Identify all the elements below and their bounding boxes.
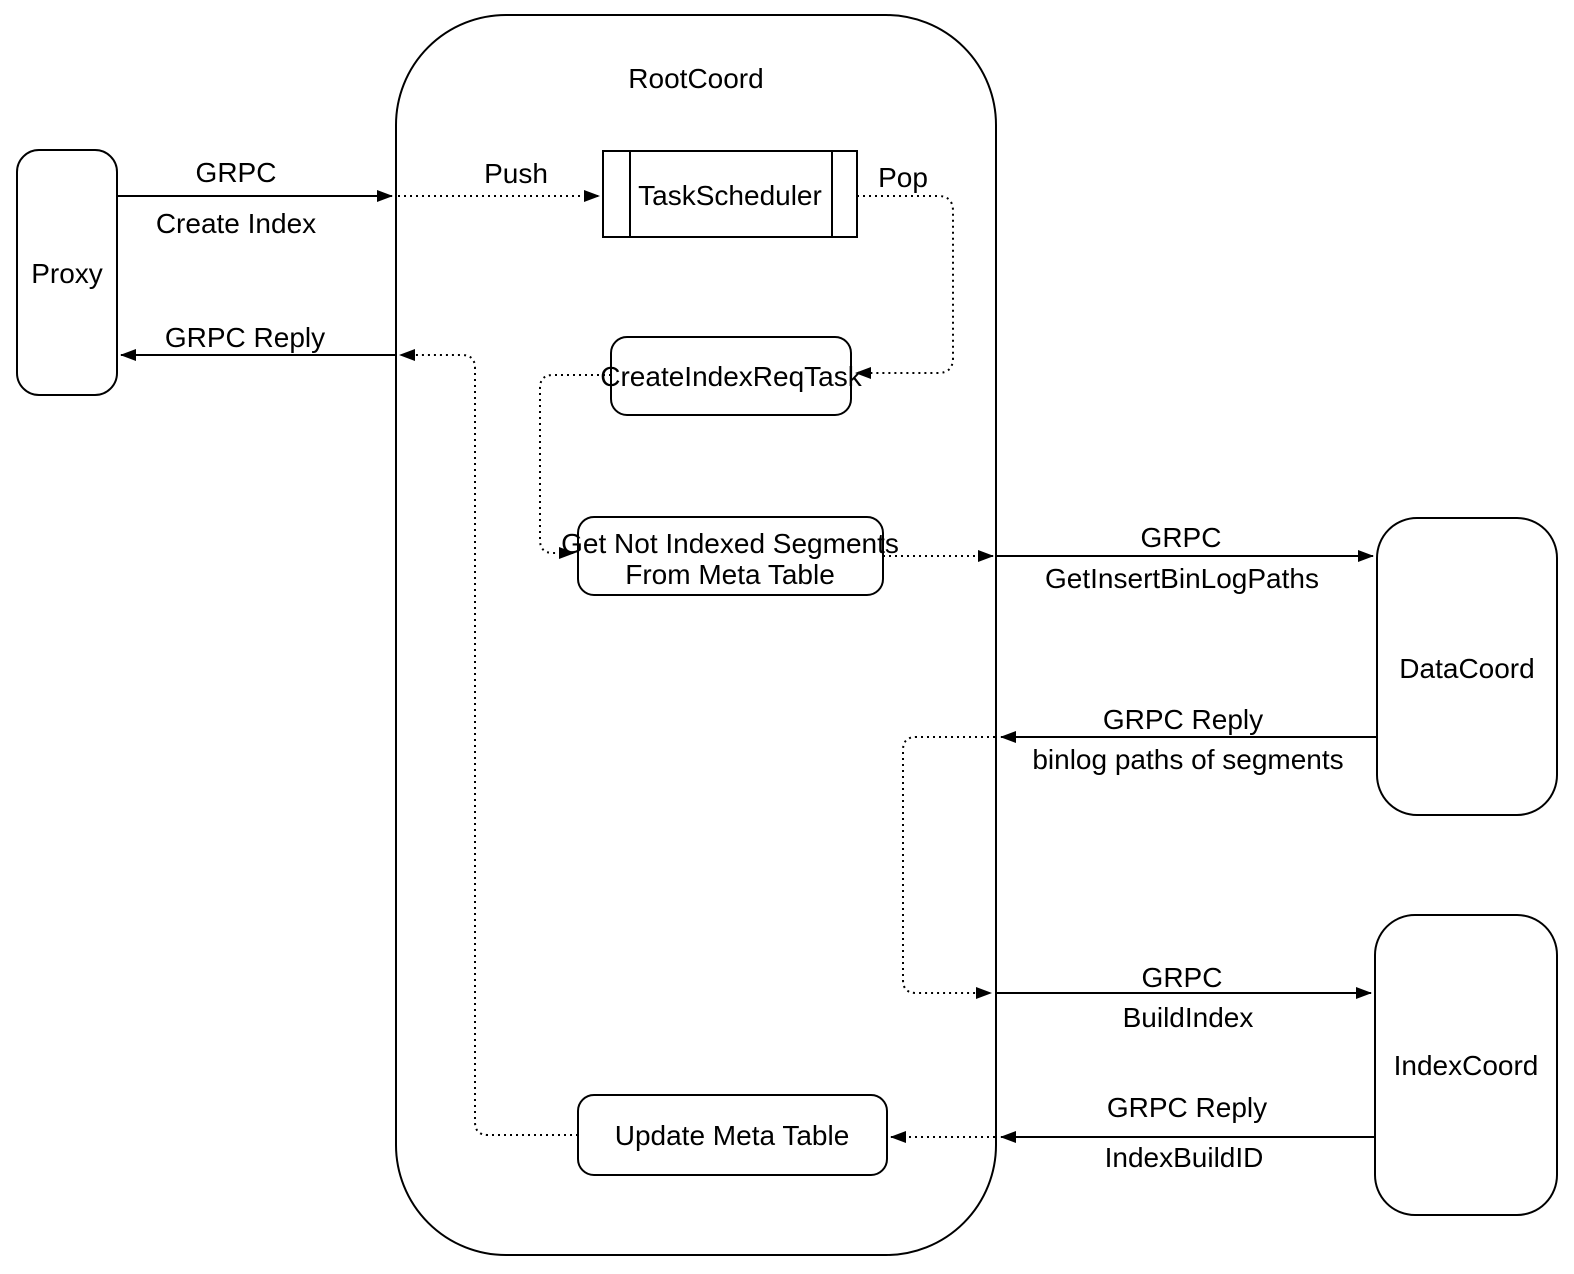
edge-grpc-create-index: GRPC Create Index: [117, 157, 393, 239]
edge-grpc-build-index-label2: BuildIndex: [1123, 1002, 1254, 1033]
create-index-req-task-label: CreateIndexReqTask: [600, 361, 862, 392]
update-meta-table-label: Update Meta Table: [615, 1120, 850, 1151]
edge-grpc-get-insert-binlog-paths-label2: GetInsertBinLogPaths: [1045, 563, 1319, 594]
edge-grpc-build-index-label1: GRPC: [1142, 962, 1223, 993]
edge-grpc-reply-binlog-paths: GRPC Reply binlog paths of segments: [1000, 704, 1377, 775]
rootcoord-container: RootCoord: [395, 14, 997, 1256]
edge-grpc-build-index: GRPC BuildIndex: [997, 962, 1372, 1033]
edge-push: Push: [398, 158, 600, 202]
task-scheduler-box: [602, 150, 858, 238]
edge-internal-binlog-to-buildindex: [902, 736, 995, 999]
proxy-label: Proxy: [31, 258, 103, 289]
edge-grpc-get-insert-binlog-paths: GRPC GetInsertBinLogPaths: [997, 522, 1374, 594]
edge-grpc-reply-index-build-id-label1: GRPC Reply: [1107, 1092, 1267, 1123]
edge-grpc-get-insert-binlog-paths-label1: GRPC: [1141, 522, 1222, 553]
edge-grpc-reply-index-build-id-label2: IndexBuildID: [1105, 1142, 1264, 1173]
proxy-node: Proxy: [16, 149, 118, 396]
edge-internal-binlog-to-buildindex-line: [902, 736, 995, 999]
rootcoord-label: RootCoord: [628, 63, 763, 94]
indexcoord-box: [1374, 914, 1558, 1216]
indexcoord-node: IndexCoord: [1374, 914, 1558, 1216]
edge-grpc-reply-binlog-paths-label2: binlog paths of segments: [1032, 744, 1343, 775]
indexcoord-label: IndexCoord: [1394, 1050, 1539, 1081]
edge-create-task-to-get-segments-line: [539, 374, 611, 559]
edge-update-meta-to-reply: [399, 349, 578, 1136]
update-meta-table-node: Update Meta Table: [577, 1094, 888, 1176]
edge-create-task-to-get-segments: [539, 374, 611, 559]
get-not-indexed-segments-node: Get Not Indexed Segments From Meta Table: [561, 516, 899, 596]
edge-grpc-reply-index-build-id: GRPC Reply IndexBuildID: [1000, 1092, 1375, 1173]
datacoord-label: DataCoord: [1399, 653, 1534, 684]
task-scheduler-label: TaskScheduler: [638, 180, 822, 211]
edge-pop: Pop: [855, 162, 954, 379]
edge-grpc-reply-binlog-paths-label1: GRPC Reply: [1103, 704, 1263, 735]
edge-pop-line: [855, 195, 954, 379]
get-not-indexed-segments-label-line2: From Meta Table: [625, 559, 835, 590]
get-not-indexed-segments-label-line1: Get Not Indexed Segments: [561, 528, 899, 559]
edge-pop-label: Pop: [878, 162, 928, 193]
edge-grpc-reply-to-proxy-label: GRPC Reply: [165, 322, 325, 353]
create-index-req-task-node: CreateIndexReqTask: [600, 336, 863, 416]
edge-update-meta-to-reply-line: [399, 349, 578, 1136]
task-scheduler-node: TaskScheduler: [602, 150, 858, 238]
proxy-box: [16, 149, 118, 396]
datacoord-node: DataCoord: [1376, 517, 1558, 816]
edge-grpc-create-index-label2: Create Index: [156, 208, 316, 239]
edge-grpc-create-index-label1: GRPC: [196, 157, 277, 188]
edge-grpc-reply-to-proxy: GRPC Reply: [120, 322, 396, 361]
edge-push-label: Push: [484, 158, 548, 189]
datacoord-box: [1376, 517, 1558, 816]
rootcoord-box: [395, 14, 997, 1256]
